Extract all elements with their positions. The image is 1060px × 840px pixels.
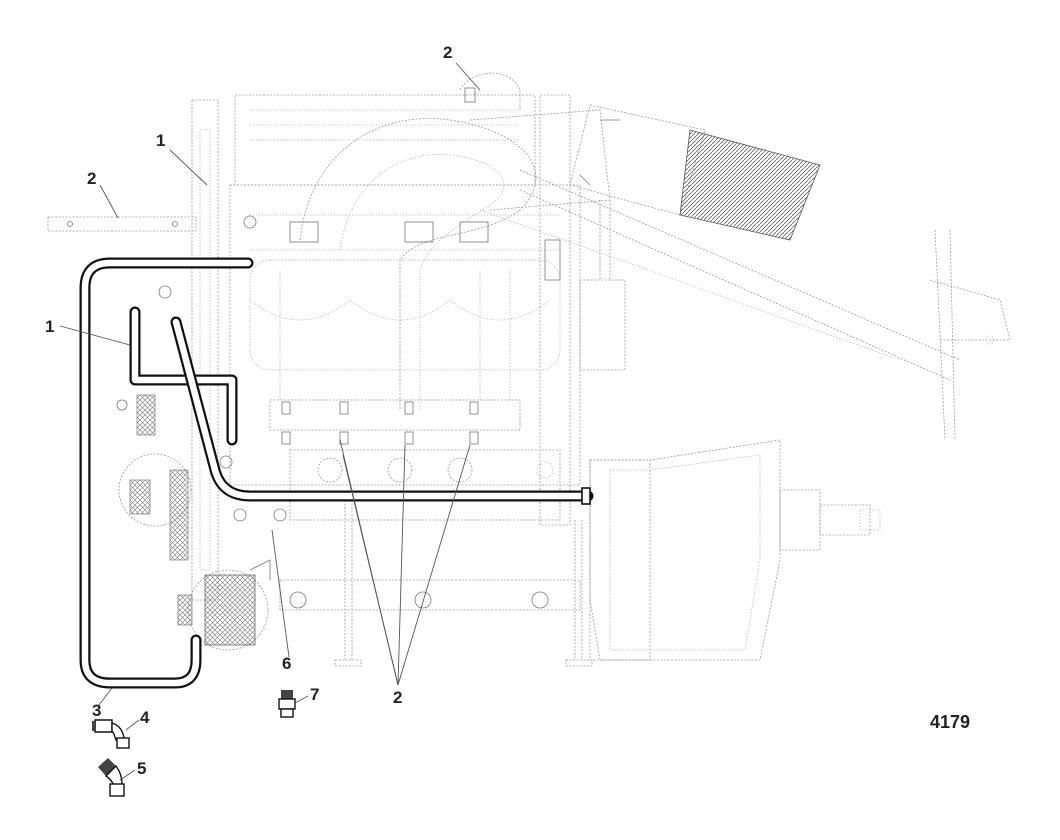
callout-6: 6	[282, 654, 291, 673]
callout-2-top: 2	[443, 43, 452, 62]
fitting-4	[92, 719, 130, 749]
coolant-hoses	[79, 257, 594, 689]
fitting-7	[278, 690, 296, 718]
callout-1-left: 1	[45, 317, 54, 336]
callout-4: 4	[140, 708, 150, 727]
callout-2-bottom: 2	[393, 688, 402, 707]
leader-lines	[59, 62, 481, 781]
figure-number: 4179	[930, 712, 970, 732]
callout-7: 7	[310, 685, 319, 704]
callout-2-left: 2	[87, 169, 96, 188]
callout-1-top: 1	[156, 131, 165, 150]
hose-2	[170, 316, 594, 502]
callout-labels: 2 1 2 1 3 4 5 6 7 2	[45, 43, 452, 778]
callout-5: 5	[137, 759, 146, 778]
callout-3: 3	[92, 701, 101, 720]
fitting-5	[98, 758, 125, 797]
engine-drawing	[47, 72, 1011, 667]
